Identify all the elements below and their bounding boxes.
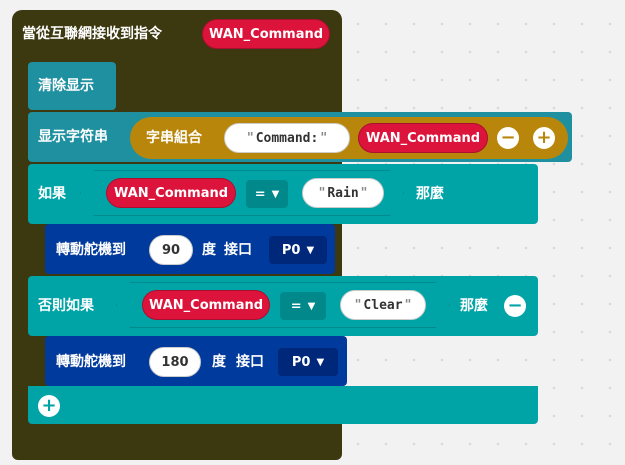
chevron-down-icon: ▼ bbox=[306, 244, 315, 256]
join-label: 字串組合 bbox=[146, 130, 202, 146]
plus-icon[interactable]: + bbox=[533, 127, 555, 149]
servo-1-port-label: 接口 bbox=[224, 242, 252, 258]
then-label-1: 那麼 bbox=[416, 186, 444, 202]
servo-2-port-label: 接口 bbox=[236, 354, 264, 370]
show-string-label: 显示字符串 bbox=[38, 129, 108, 145]
servo-1-port-dropdown[interactable]: P0▼ bbox=[269, 236, 327, 264]
condition-1-operator[interactable]: =▼ bbox=[246, 180, 288, 208]
servo-2-angle-input[interactable]: 180 bbox=[149, 347, 201, 377]
join-variable[interactable]: WAN_Command bbox=[358, 123, 488, 153]
remove-elseif-minus-icon[interactable]: − bbox=[504, 295, 526, 317]
chevron-down-icon: ▼ bbox=[271, 188, 280, 200]
if-block-footer[interactable] bbox=[28, 386, 538, 424]
event-variable[interactable]: WAN_Command bbox=[202, 19, 330, 49]
servo-1-label: 轉動舵機到 bbox=[56, 242, 126, 258]
elseif-label: 否則如果 bbox=[38, 298, 94, 314]
condition-2-variable[interactable]: WAN_Command bbox=[142, 290, 270, 320]
chevron-down-icon: ▼ bbox=[316, 356, 325, 368]
if-label: 如果 bbox=[38, 186, 66, 202]
servo-2-unit: 度 bbox=[212, 354, 226, 370]
servo-1-unit: 度 bbox=[202, 242, 216, 258]
condition-1-variable[interactable]: WAN_Command bbox=[106, 178, 236, 208]
minus-icon[interactable]: − bbox=[497, 127, 519, 149]
clear-screen-block[interactable] bbox=[28, 62, 116, 110]
servo-2-port-dropdown[interactable]: P0▼ bbox=[278, 348, 338, 376]
condition-2-operator[interactable]: =▼ bbox=[280, 292, 326, 320]
add-elseif-plus-icon[interactable]: + bbox=[38, 395, 60, 417]
event-label: 當從互聯網接收到指令 bbox=[22, 26, 162, 42]
then-label-2: 那麼 bbox=[460, 298, 488, 314]
join-string-input[interactable]: "Command: " bbox=[224, 123, 350, 153]
servo-2-label: 轉動舵機到 bbox=[56, 354, 126, 370]
condition-1-string[interactable]: "Rain" bbox=[302, 178, 384, 208]
servo-1-angle-input[interactable]: 90 bbox=[149, 235, 193, 265]
clear-screen-label: 清除显示 bbox=[38, 78, 94, 94]
chevron-down-icon: ▼ bbox=[307, 300, 316, 312]
condition-2-string[interactable]: "Clear" bbox=[340, 290, 426, 320]
